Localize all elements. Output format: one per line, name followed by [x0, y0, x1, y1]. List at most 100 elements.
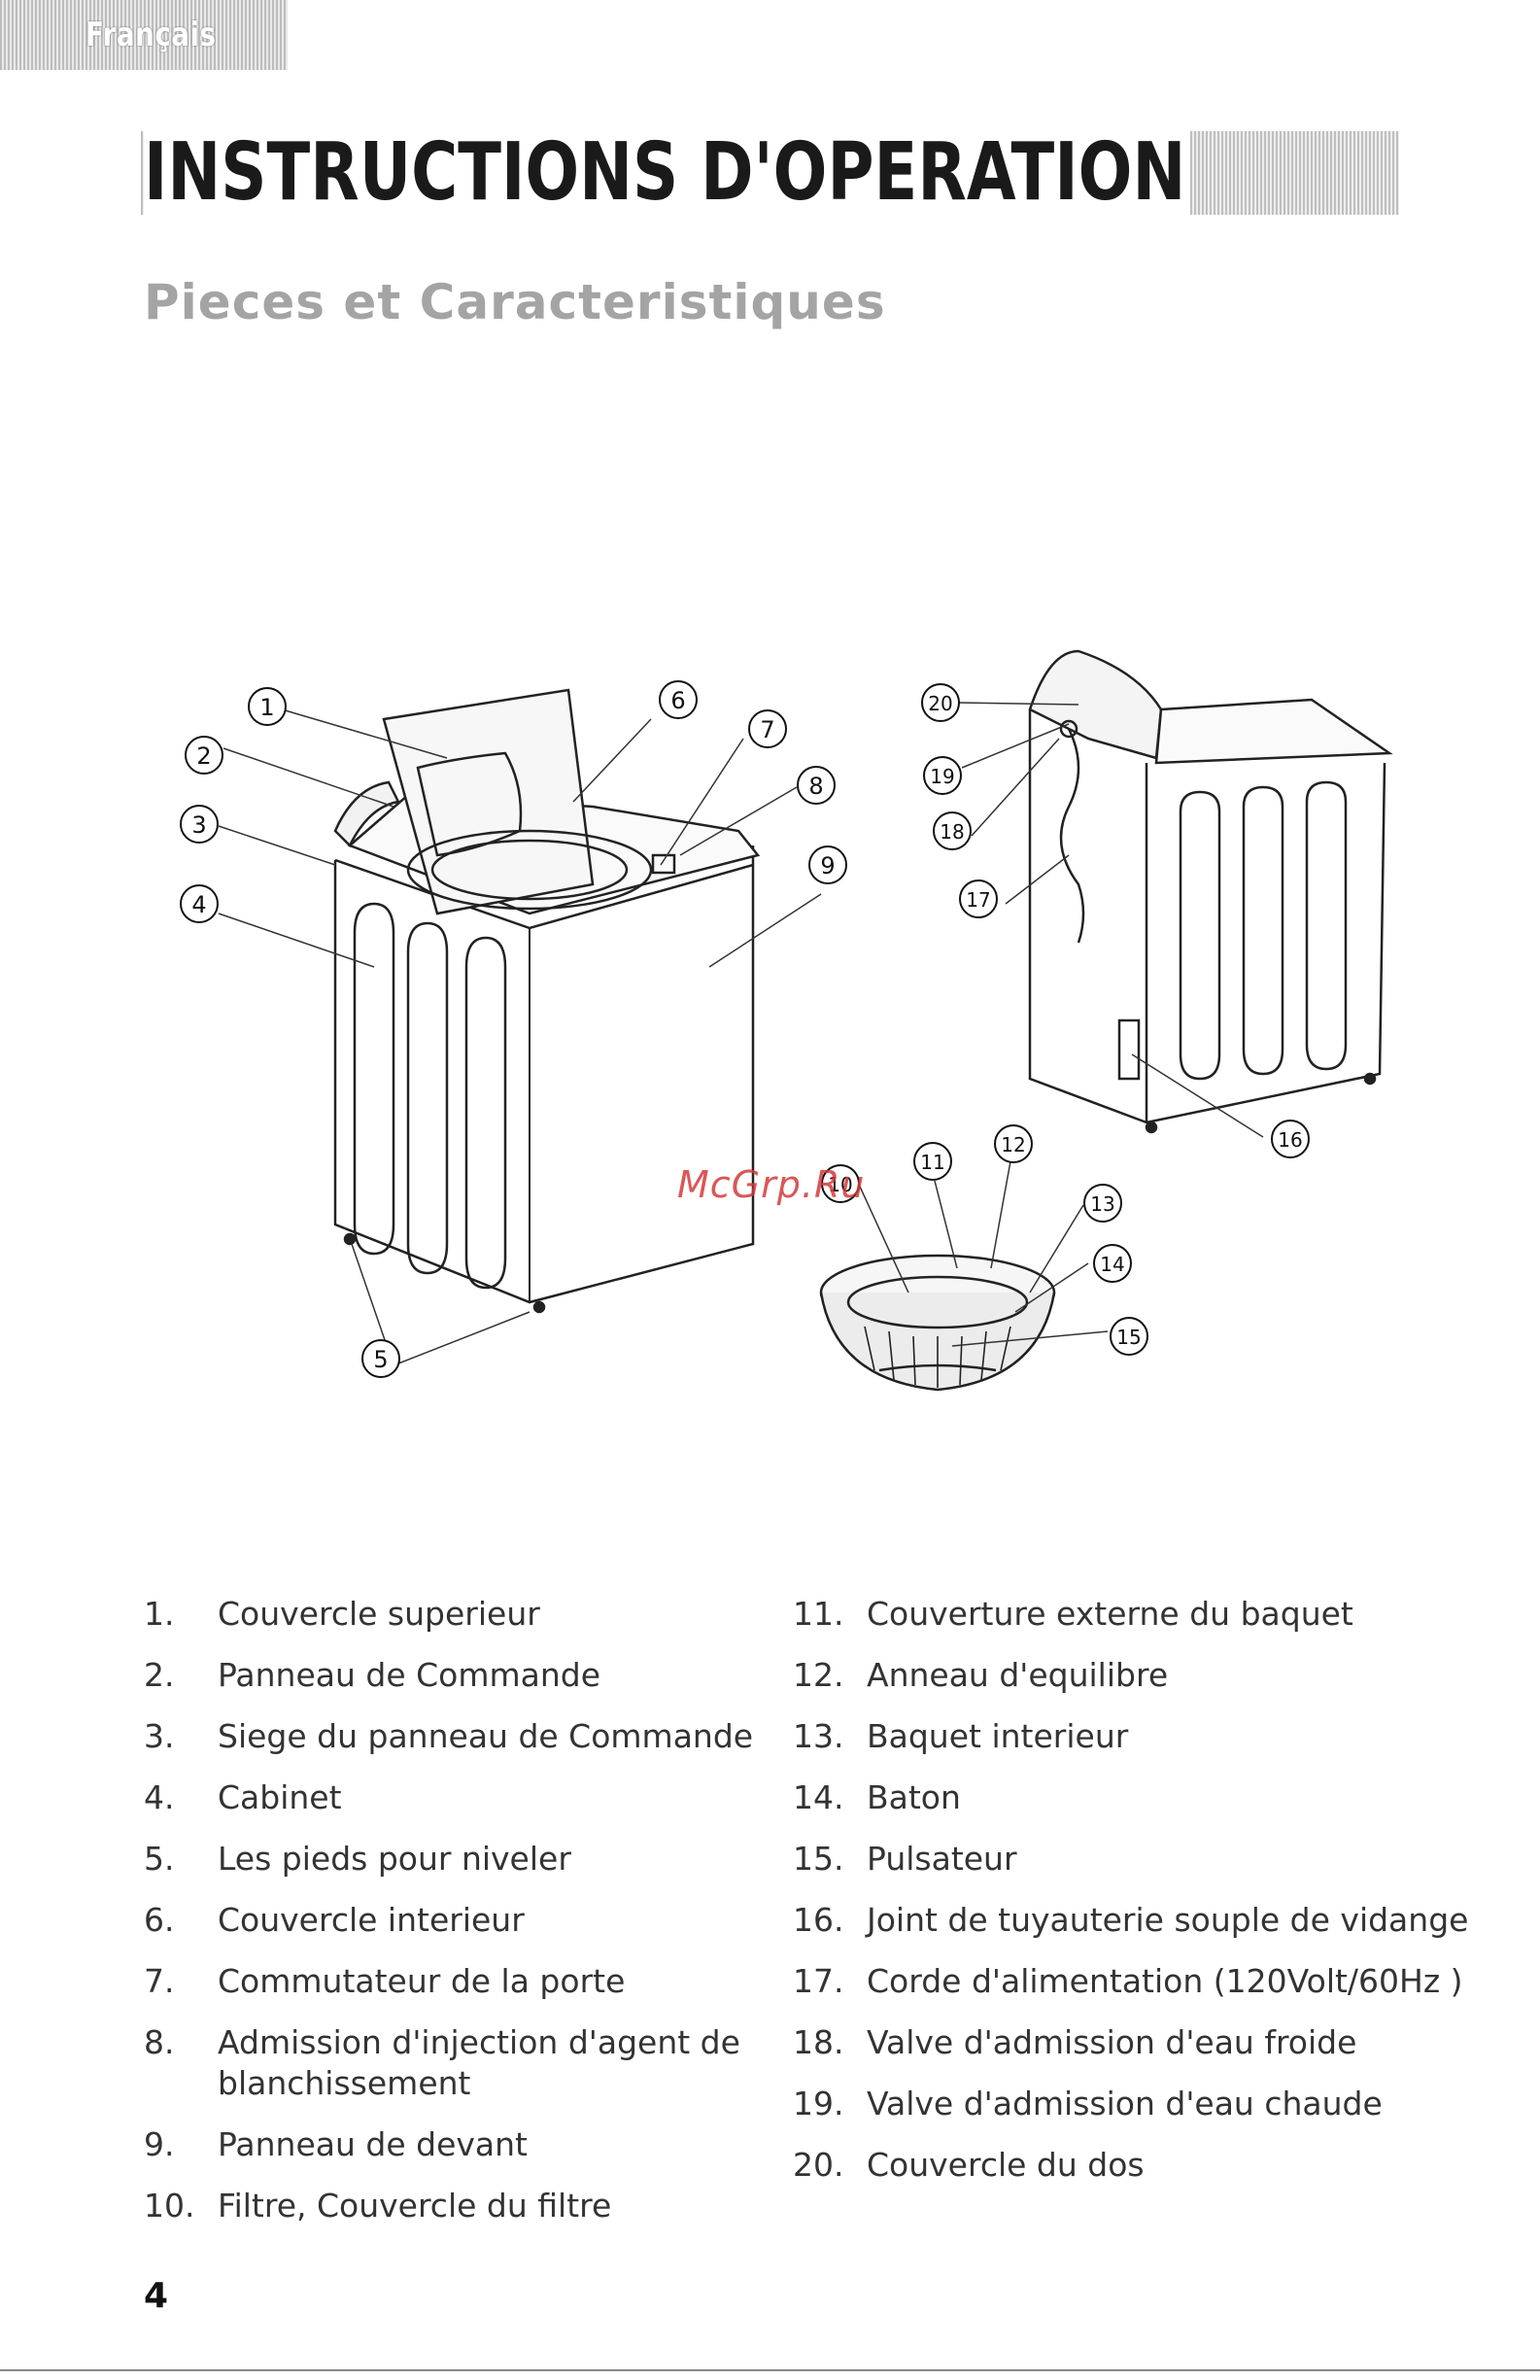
front-washer-illustration — [333, 688, 761, 1314]
part-number: 18. — [793, 2023, 844, 2061]
part-label: Joint de tuyauterie souple de vidange — [867, 1901, 1469, 1939]
part-list-item: 10. Filtre, Couvercle du filtre — [144, 2186, 766, 2226]
part-label: Les pieds pour niveler — [218, 1840, 571, 1878]
part-number: 3. — [144, 1717, 175, 1755]
page-title: INSTRUCTIONS D'OPERATION — [144, 124, 1191, 222]
svg-text:17: 17 — [966, 888, 990, 912]
part-list-item: 20. Couvercle du dos — [793, 2145, 1492, 2186]
part-list-item: 9. Panneau de devant — [144, 2124, 766, 2165]
svg-text:2: 2 — [196, 742, 211, 770]
part-list-item: 4. Cabinet — [144, 1777, 766, 1818]
part-number: 16. — [793, 1901, 844, 1939]
part-number: 12. — [793, 1656, 844, 1694]
svg-text:20: 20 — [928, 692, 952, 715]
callout-9: 9 — [808, 845, 847, 884]
part-label: Pulsateur — [867, 1840, 1017, 1878]
callout-markers: 1 2 3 4 5 6 7 8 9 10 11 12 13 14 15 16 1… — [180, 680, 1310, 1378]
part-label: Commutateur de la porte — [218, 1962, 626, 2000]
parts-list-left: 1.Couvercle superieur 2.Panneau de Comman… — [144, 1594, 766, 2247]
parts-list-right: 11. Couverture externe du baquet 12. Anneau… — [793, 1594, 1492, 2206]
svg-text:8: 8 — [808, 773, 823, 800]
part-number: 9. — [144, 2125, 175, 2163]
part-number: 4. — [144, 1778, 175, 1816]
callout-20: 20 — [921, 683, 960, 722]
svg-text:13: 13 — [1090, 1192, 1114, 1216]
part-number: 11. — [793, 1595, 844, 1633]
part-label: Siege du panneau de Commande — [218, 1717, 754, 1755]
watermark: McGrp.Ru — [677, 1163, 866, 1206]
svg-text:4: 4 — [191, 891, 206, 918]
callout-7: 7 — [748, 709, 787, 748]
part-number: 6. — [144, 1901, 175, 1939]
washer-parts-diagram: 1 2 3 4 5 6 7 8 9 10 11 12 13 14 15 16 1… — [180, 649, 1393, 1392]
svg-text:15: 15 — [1116, 1326, 1141, 1349]
callout-16: 16 — [1271, 1120, 1310, 1158]
svg-text:10: 10 — [828, 1173, 852, 1196]
svg-text:9: 9 — [820, 852, 835, 880]
part-label: Panneau de devant — [218, 2125, 528, 2163]
part-label: Baton — [867, 1778, 961, 1816]
callout-15: 15 — [1110, 1317, 1148, 1356]
svg-text:5: 5 — [373, 1346, 388, 1373]
part-list-item: 7. Commutateur de la porte — [144, 1961, 766, 2002]
part-list-item: 16. Joint de tuyauterie souple de vidange — [793, 1900, 1492, 1941]
part-label: Anneau d'equilibre — [867, 1656, 1169, 1694]
part-label: Admission d'injection d'agent de blanchi… — [218, 2023, 740, 2102]
part-number: 17. — [793, 1962, 844, 2000]
callout-6: 6 — [659, 680, 698, 719]
svg-text:6: 6 — [670, 687, 685, 714]
part-label: Panneau de Commande — [218, 1656, 601, 1694]
callout-17: 17 — [959, 880, 998, 918]
part-list-item: 18. Valve d'admission d'eau froide — [793, 2022, 1492, 2063]
part-list-item: 2.Panneau de Commande — [144, 1655, 766, 1696]
callout-14: 14 — [1093, 1244, 1132, 1283]
part-number: 8. — [144, 2023, 175, 2061]
part-label: Baquet interieur — [867, 1717, 1129, 1755]
part-number: 19. — [793, 2085, 844, 2122]
callout-11: 11 — [913, 1142, 952, 1181]
part-list-item: 11. Couverture externe du baquet — [793, 1594, 1492, 1635]
callout-18: 18 — [933, 811, 972, 850]
part-list-item: 12. Anneau d'equilibre — [793, 1655, 1492, 1696]
part-number: 10. — [144, 2187, 195, 2225]
callout-19: 19 — [923, 756, 962, 795]
svg-text:11: 11 — [920, 1151, 944, 1174]
part-list-item: 8. Admission d'injection d'agent de blanc… — [144, 2022, 766, 2104]
part-list-item: 1.Couvercle superieur — [144, 1594, 766, 1635]
svg-text:16: 16 — [1278, 1128, 1302, 1152]
callout-4: 4 — [180, 884, 219, 923]
part-label: Couvercle interieur — [218, 1901, 525, 1939]
part-list-item: 14.Baton — [793, 1777, 1492, 1818]
callout-12: 12 — [994, 1124, 1033, 1163]
svg-text:18: 18 — [940, 820, 964, 844]
part-list-item: 6. Couvercle interieur — [144, 1900, 766, 1941]
part-list-item: 3. Siege du panneau de Commande — [144, 1716, 766, 1757]
callout-13: 13 — [1083, 1184, 1122, 1223]
part-label: Cabinet — [218, 1778, 342, 1816]
svg-text:19: 19 — [930, 765, 954, 788]
part-number: 1. — [144, 1595, 175, 1633]
part-number: 5. — [144, 1840, 175, 1878]
callout-5: 5 — [361, 1339, 400, 1378]
part-label: Valve d'admission d'eau chaude — [867, 2085, 1383, 2122]
svg-text:14: 14 — [1100, 1253, 1124, 1276]
svg-text:12: 12 — [1001, 1133, 1025, 1156]
part-label: Valve d'admission d'eau froide — [867, 2023, 1357, 2061]
bottom-rule — [0, 2369, 1540, 2371]
part-label: Filtre, Couvercle du filtre — [218, 2187, 612, 2225]
part-number: 15. — [793, 1840, 844, 1878]
part-number: 13. — [793, 1717, 844, 1755]
part-number: 20. — [793, 2146, 844, 2184]
part-list-item: 15. Pulsateur — [793, 1839, 1492, 1880]
part-list-item: 13. Baquet interieur — [793, 1716, 1492, 1757]
page-number: 4 — [144, 2276, 169, 2316]
part-label: Couverture externe du baquet — [867, 1595, 1353, 1633]
callout-8: 8 — [797, 766, 836, 805]
callout-leader-lines — [218, 702, 1264, 1366]
part-number: 7. — [144, 1962, 175, 2000]
part-label: Couvercle du dos — [867, 2146, 1145, 2184]
callout-1: 1 — [248, 687, 287, 726]
rear-washer-illustration — [1028, 649, 1393, 1134]
svg-text:7: 7 — [760, 716, 774, 743]
svg-text:1: 1 — [259, 694, 274, 721]
